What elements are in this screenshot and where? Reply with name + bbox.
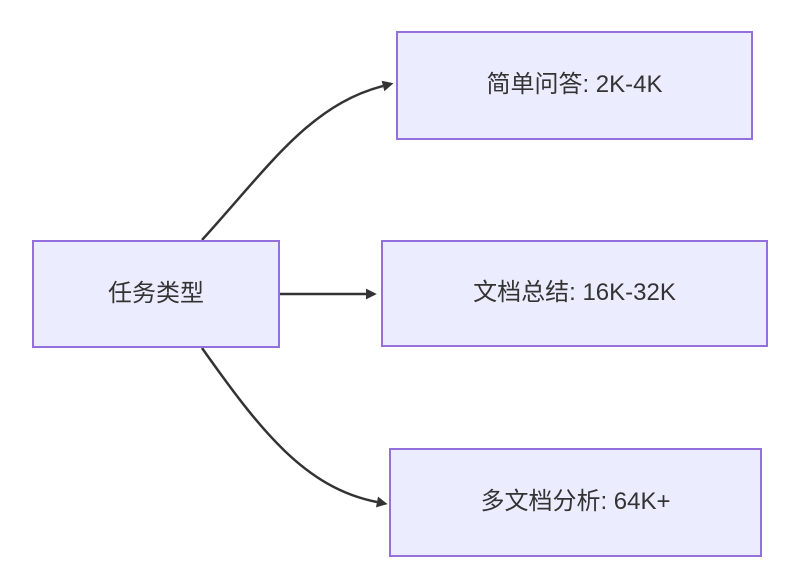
- edge-task-type-to-multi-doc-analysis: [200, 347, 388, 508]
- node-multi-doc-analysis: 多文档分析: 64K+: [389, 448, 762, 557]
- node-simple-qa: 简单问答: 2K-4K: [396, 31, 753, 140]
- edge-task-type-to-simple-qa: [201, 80, 394, 241]
- node-simple-qa-label: 简单问答: 2K-4K: [486, 71, 663, 99]
- node-doc-summary-label: 文档总结: 16K-32K: [473, 279, 676, 307]
- node-task-type-label: 任务类型: [108, 279, 204, 307]
- node-task-type: 任务类型: [32, 240, 280, 348]
- node-doc-summary: 文档总结: 16K-32K: [381, 240, 768, 347]
- node-multi-doc-analysis-label: 多文档分析: 64K+: [480, 488, 671, 516]
